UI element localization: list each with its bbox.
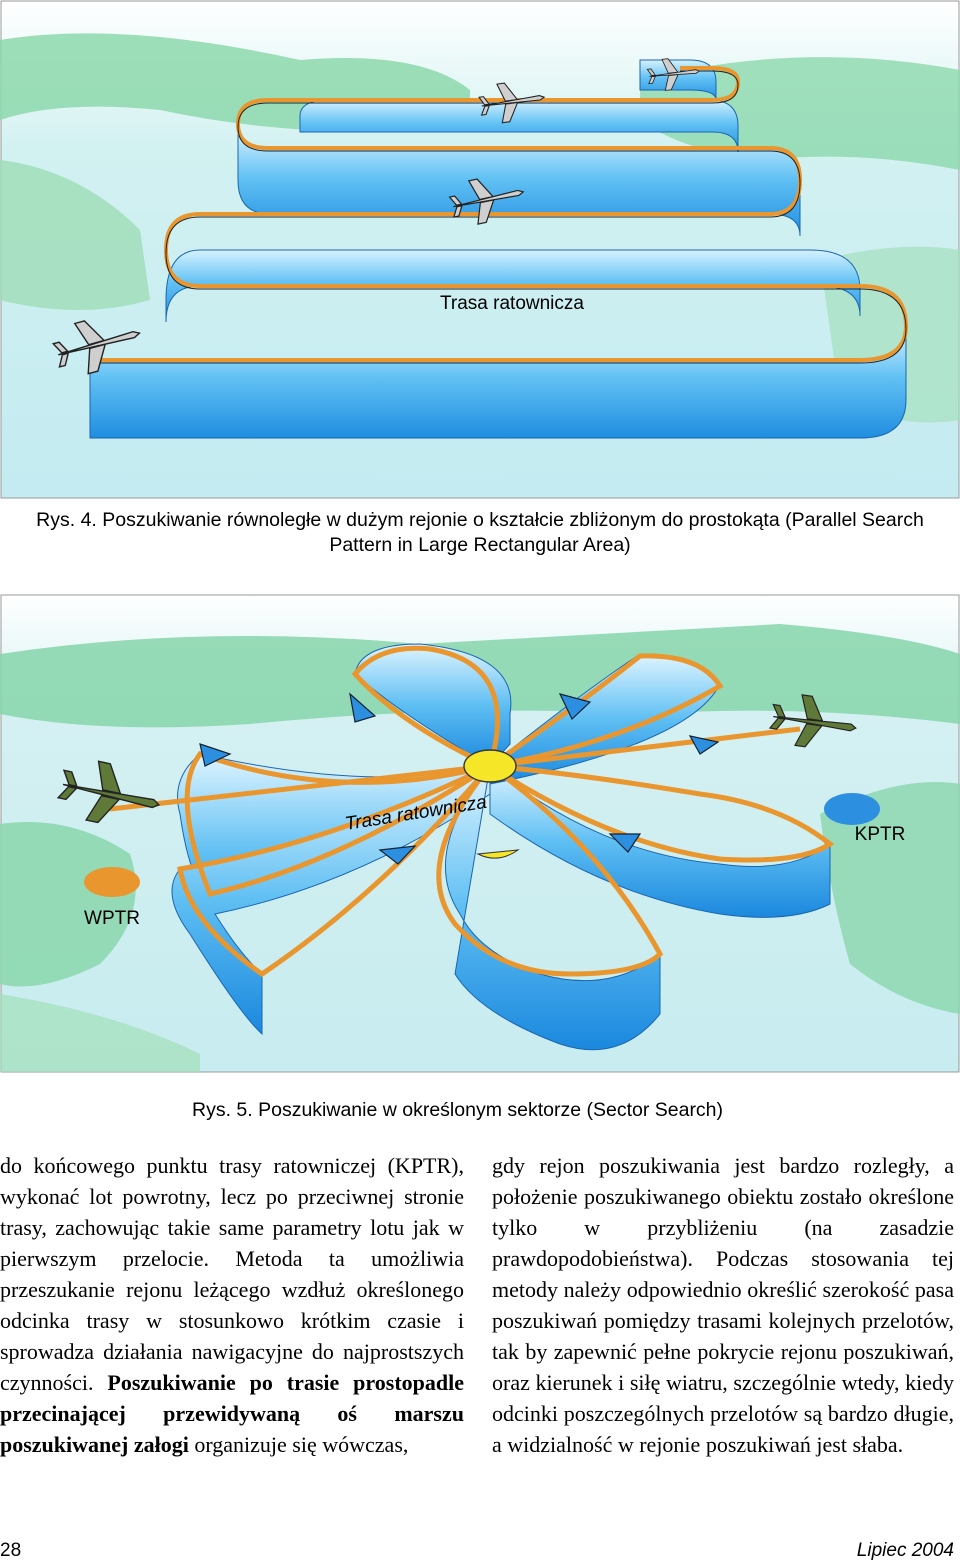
wptr-marker — [84, 867, 140, 897]
land-patch — [820, 782, 960, 1014]
issue-date: Lipiec 2004 — [856, 1540, 954, 1561]
sector-search-diagram: Trasa ratownicza KPTR WPTR — [0, 594, 960, 1073]
land-patch — [0, 160, 150, 310]
text-column-right: gdy rejon poszukiwania jest bardzo rozle… — [492, 1150, 954, 1460]
figure1-caption: Rys. 4. Poszukiwanie równoległe w dużym … — [0, 508, 960, 558]
bold-phrase: Poszukiwanie po trasie prostopadle przec… — [0, 1370, 465, 1457]
datum-point — [463, 749, 517, 783]
land-patch — [0, 994, 200, 1072]
paragraph: do końcowego punktu trasy ratowniczej (K… — [0, 1150, 464, 1460]
land-patch — [640, 57, 960, 171]
aircraft-icon — [448, 178, 525, 225]
aircraft-icon — [478, 82, 546, 124]
wptr-label: WPTR — [84, 908, 140, 929]
datum-shadow — [476, 849, 520, 859]
text-column-left: do końcowego punktu trasy ratowniczej (K… — [0, 1150, 464, 1460]
figure-sector-search: Trasa ratownicza KPTR WPTR — [0, 594, 960, 1074]
search-route-ribbon — [89, 59, 909, 439]
route-label: Trasa ratownicza — [440, 293, 584, 314]
paragraph-text: do końcowego punktu trasy ratowniczej (K… — [0, 1153, 464, 1395]
caption-line: Pattern in Large Rectangular Area) — [329, 534, 631, 556]
aircraft-icon — [56, 760, 161, 824]
kptr-label: KPTR — [855, 824, 906, 845]
figure2-caption: Rys. 5. Poszukiwanie w określonym sektor… — [192, 1099, 724, 1121]
caption-line: Rys. 4. Poszukiwanie równoległe w dużym … — [36, 509, 924, 531]
parallel-search-diagram: Trasa ratownicza — [0, 0, 960, 499]
figure-parallel-search: Trasa ratownicza — [0, 0, 960, 500]
kptr-marker — [824, 793, 880, 825]
land-patch — [0, 822, 136, 987]
aircraft-icon — [51, 320, 141, 375]
paragraph-tail: organizuje się wówczas, — [188, 1432, 409, 1457]
aircraft-icon — [768, 694, 857, 748]
direction-arrow-icon — [199, 692, 720, 865]
aircraft-icon — [646, 58, 701, 91]
paragraph: gdy rejon poszukiwania jest bardzo rozle… — [492, 1153, 954, 1457]
page-number: 28 — [0, 1540, 22, 1561]
